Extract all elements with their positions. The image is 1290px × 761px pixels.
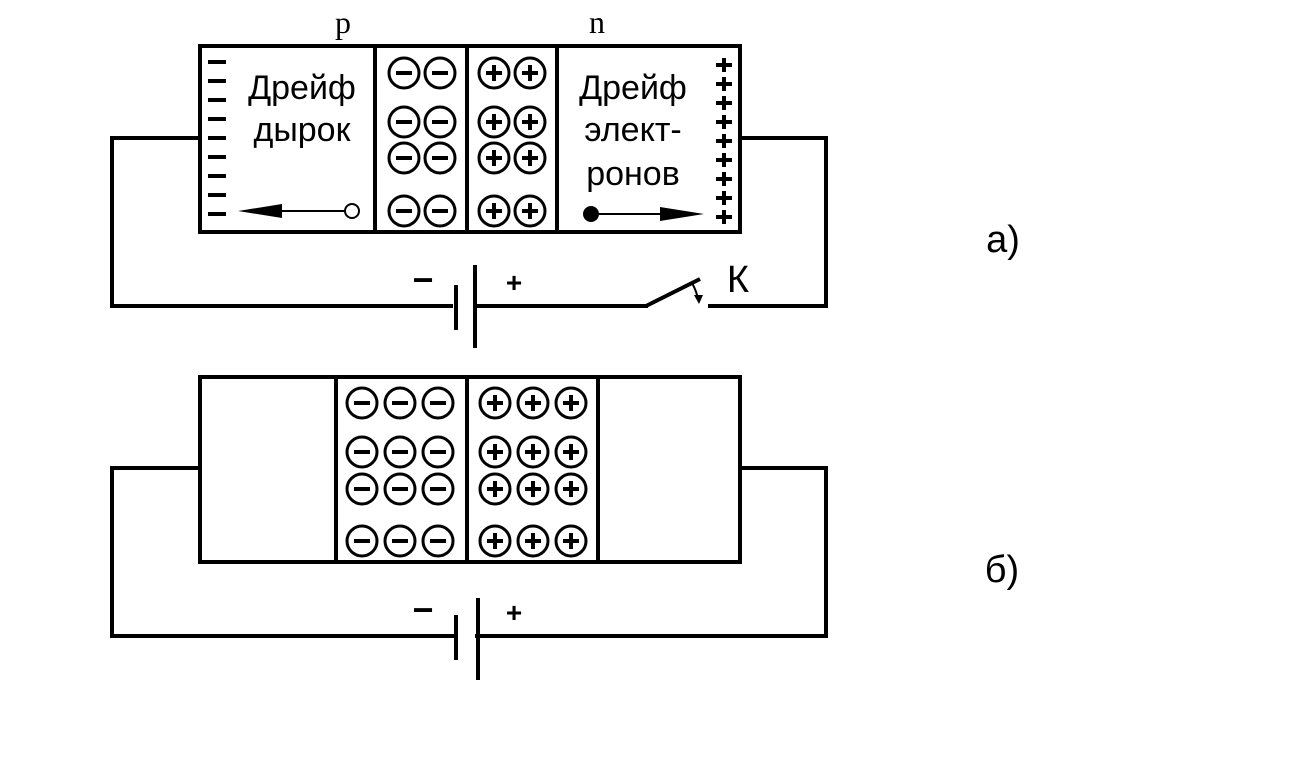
battery-plus-b: + [506,597,522,628]
p-region-label: p [335,4,351,40]
edge-plus-mark [716,58,732,72]
electron-drift-label-line1: Дрейф [579,69,687,107]
switch-label: К [727,259,749,301]
electron-drift-arrow [583,206,704,222]
battery-minus-a: − [412,259,433,300]
positive-ion [554,472,588,506]
positive-ion [513,141,547,175]
positive-ion [478,386,512,420]
diagram-b: − + б) [110,375,1019,680]
negative-ion [383,386,417,420]
positive-ion [478,435,512,469]
positive-ion [477,141,511,175]
caption-b: б) [985,549,1019,591]
negative-ion [383,435,417,469]
negative-ion [421,472,455,506]
negative-ion [345,524,379,558]
positive-ion [516,524,550,558]
positive-ion [478,524,512,558]
battery-a [454,265,477,348]
negative-ion [383,524,417,558]
negative-ion [421,524,455,558]
positive-ion [477,56,511,90]
caption-a: а) [986,219,1020,261]
negative-ion [423,105,457,139]
circuit-wire-left-b [110,466,456,638]
negative-ion [345,472,379,506]
battery-minus-b: − [412,589,433,630]
positive-ion [478,472,512,506]
edge-plus-mark [716,115,732,129]
positive-ion [516,472,550,506]
electron-drift-label-line2: элект- [584,111,682,149]
positive-ion [477,194,511,228]
hole-drift-label-line1: Дрейф [248,69,356,107]
negative-ion [423,194,457,228]
electron-symbol [583,206,599,222]
edge-plus-mark [716,191,732,205]
hole-symbol [344,203,360,219]
positive-ion [513,56,547,90]
positive-ion [516,435,550,469]
negative-ion [387,105,421,139]
negative-ion [387,141,421,175]
hole-drift-label-line2: дырок [254,111,352,149]
negative-ions-b [345,386,455,558]
negative-ion [345,435,379,469]
battery-plus-a: + [506,267,522,298]
negative-ions-a [387,56,457,228]
positive-ion [477,105,511,139]
diagram-a: p n Дрейф дырок Дрейф элект- ронов [110,4,1020,348]
battery-b [454,598,480,680]
left-edge-negative-charges [208,60,226,216]
negative-ion [345,386,379,420]
negative-ion [421,386,455,420]
n-region-label: n [589,4,605,40]
edge-plus-mark [716,96,732,110]
negative-ion [421,435,455,469]
negative-ion [423,141,457,175]
positive-ion [513,194,547,228]
negative-ion [383,472,417,506]
edge-plus-mark [716,210,732,224]
circuit-wire-right-b [475,466,828,638]
positive-ion [554,435,588,469]
switch-k [645,277,703,308]
negative-ion [387,56,421,90]
positive-ions-b [478,386,588,558]
circuit-wire-left-a [110,136,453,308]
crystal-body-b [198,375,742,564]
positive-ion [554,524,588,558]
positive-ion [516,386,550,420]
negative-ion [423,56,457,90]
right-edge-positive-charges [716,58,732,224]
circuit-wire-right-a [708,136,828,308]
positive-ion [554,386,588,420]
edge-plus-mark [716,172,732,186]
electron-drift-label-line3: ронов [586,155,680,193]
negative-ion [387,194,421,228]
edge-plus-mark [716,153,732,167]
hole-drift-arrow [238,203,360,219]
edge-plus-mark [716,134,732,148]
positive-ions-a [477,56,547,228]
edge-plus-mark [716,77,732,91]
positive-ion [513,105,547,139]
